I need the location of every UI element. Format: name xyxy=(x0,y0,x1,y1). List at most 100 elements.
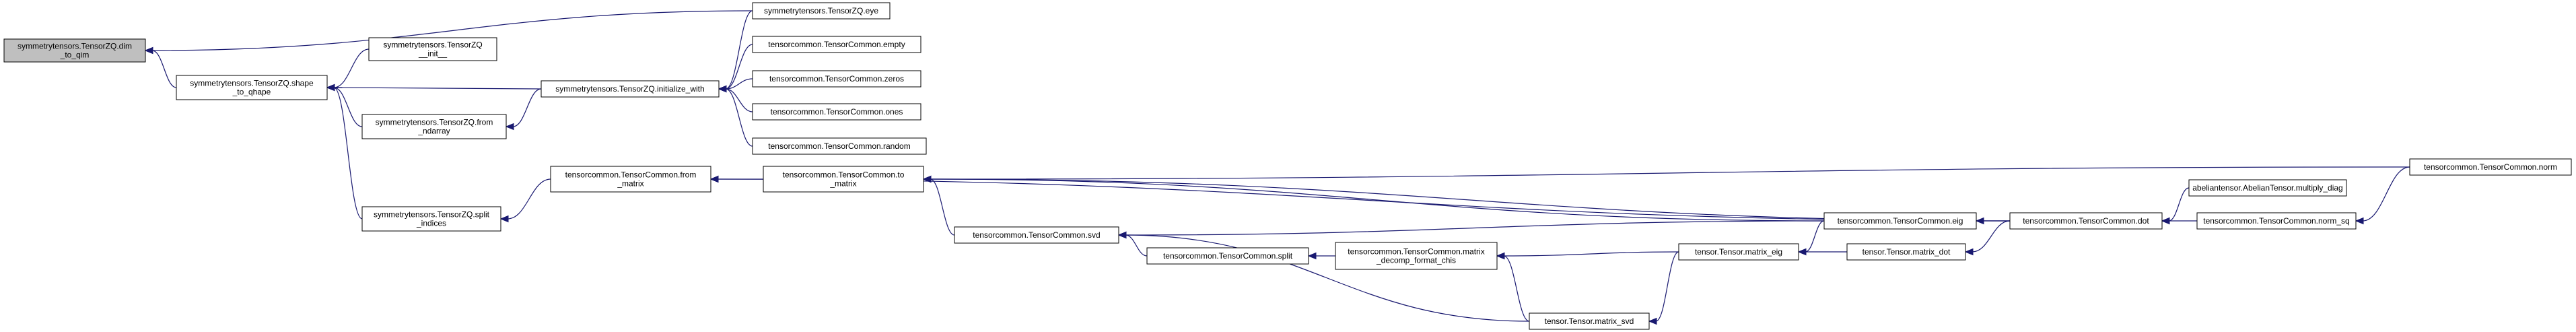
call-edge-dim_to_qim-eye xyxy=(144,10,753,55)
node-box xyxy=(763,166,924,193)
arrowhead-icon xyxy=(718,85,727,93)
graph-node-multiply-diag[interactable]: abeliantensor.AbelianTensor.multiply_dia… xyxy=(2188,179,2347,197)
node-box xyxy=(1846,243,1966,261)
node-label: tensorcommon.TensorCommon.norm xyxy=(2424,162,2557,172)
graph-node-split-indices[interactable]: symmetrytensors.TensorZQ.split_indices xyxy=(361,206,501,232)
node-box xyxy=(752,137,927,155)
call-edge-to_matrix-norm xyxy=(922,166,2410,183)
node-box xyxy=(1529,312,1650,330)
call-edge-dot-norm_sq xyxy=(2161,217,2197,225)
graph-node-eig[interactable]: tensorcommon.TensorCommon.eig xyxy=(1823,212,1977,230)
node-box xyxy=(176,75,328,100)
arrowhead-icon xyxy=(1648,317,1657,325)
node-label: tensor.Tensor.matrix_svd xyxy=(1545,317,1634,326)
node-label: symmetrytensors.TensorZQ.initialize_with xyxy=(555,84,704,94)
edge-line xyxy=(1655,251,1679,322)
node-label: tensorcommon.TensorCommon.matrix xyxy=(1348,247,1484,257)
edge-line xyxy=(333,87,363,127)
edge-line xyxy=(1125,234,1530,322)
edge-line xyxy=(717,178,2011,222)
call-edge-shape_to_qhape-initialize_with xyxy=(326,84,542,92)
graph-node-init[interactable]: symmetrytensors.TensorZQ__init__ xyxy=(368,37,497,61)
node-box xyxy=(2009,212,2163,230)
graph-node-zeros[interactable]: tensorcommon.TensorCommon.zeros xyxy=(752,70,921,88)
edge-line xyxy=(2362,166,2410,222)
graph-node-tensor-matrix-svd[interactable]: tensor.Tensor.matrix_svd xyxy=(1529,312,1650,330)
graph-node-tensor-matrix-dot[interactable]: tensor.Tensor.matrix_dot xyxy=(1846,243,1966,261)
arrowhead-icon xyxy=(2161,217,2170,225)
edge-line xyxy=(725,88,753,112)
graph-node-initialize-with[interactable]: symmetrytensors.TensorZQ.initialize_with xyxy=(541,80,720,98)
node-label: _indices xyxy=(416,219,446,228)
graph-node-norm-sq[interactable]: tensorcommon.TensorCommon.norm_sq xyxy=(2196,212,2357,230)
node-label: _matrix xyxy=(829,179,856,189)
call-edge-tensor_matrix_eig-tensor_matrix_dot xyxy=(1797,248,1848,256)
graph-node-from-matrix[interactable]: tensorcommon.TensorCommon.from_matrix xyxy=(550,166,711,193)
graph-node-eye[interactable]: symmetrytensors.TensorZQ.eye xyxy=(752,2,891,20)
call-edge-shape_to_qhape-from_ndarray xyxy=(326,84,363,127)
node-label: abeliantensor.AbelianTensor.multiply_dia… xyxy=(2192,183,2342,193)
edge-line xyxy=(725,10,753,90)
graph-node-tensor-matrix-eig[interactable]: tensor.Tensor.matrix_eig xyxy=(1678,243,1799,261)
edge-line xyxy=(1503,251,1679,257)
node-label: _matrix xyxy=(617,179,643,189)
node-box xyxy=(2188,179,2347,197)
graph-node-split[interactable]: tensorcommon.TensorCommon.split xyxy=(1146,247,1309,265)
graph-node-empty[interactable]: tensorcommon.TensorCommon.empty xyxy=(752,36,921,53)
call-edge-initialize_with-random xyxy=(718,85,753,147)
arrowhead-icon xyxy=(499,215,509,223)
node-box xyxy=(368,37,497,61)
call-edge-tensor_matrix_dot-dot xyxy=(1964,220,2011,256)
edge-line xyxy=(512,88,542,127)
node-label: tensorcommon.TensorCommon.norm_sq xyxy=(2203,216,2349,226)
edge-line xyxy=(930,166,2410,180)
call-edge-matrix_decomp-tensor_matrix_svd xyxy=(1496,252,1530,322)
graph-node-dot[interactable]: tensorcommon.TensorCommon.dot xyxy=(2009,212,2163,230)
node-label: _ndarray xyxy=(417,127,450,136)
graph-node-svd[interactable]: tensorcommon.TensorCommon.svd xyxy=(954,226,1119,244)
arrowhead-icon xyxy=(1975,217,1984,225)
node-label: tensorcommon.TensorCommon.eig xyxy=(1838,216,1963,226)
graph-node-random[interactable]: tensorcommon.TensorCommon.random xyxy=(752,137,927,155)
node-label: tensorcommon.TensorCommon.ones xyxy=(771,107,903,117)
node-box xyxy=(954,226,1119,244)
arrowhead-icon xyxy=(1496,252,1505,260)
graph-node-matrix-decomp[interactable]: tensorcommon.TensorCommon.matrix_decomp_… xyxy=(1335,242,1498,270)
node-label: tensorcommon.TensorCommon.zeros xyxy=(769,74,904,84)
node-label: tensorcommon.TensorCommon.svd xyxy=(973,230,1100,240)
edge-line xyxy=(151,50,177,88)
graph-node-shape-to-qhape[interactable]: symmetrytensors.TensorZQ.shape_to_qhape xyxy=(176,75,328,100)
node-box xyxy=(2409,158,2572,176)
graph-node-to-matrix[interactable]: tensorcommon.TensorCommon.to_matrix xyxy=(763,166,924,193)
edge-line xyxy=(1125,234,1148,257)
edge-line xyxy=(725,78,753,90)
node-box xyxy=(550,166,711,193)
node-label: symmetrytensors.TensorZQ xyxy=(383,40,482,50)
graph-node-from-ndarray[interactable]: symmetrytensors.TensorZQ.from_ndarray xyxy=(361,114,507,139)
node-label: tensorcommon.TensorCommon.empty xyxy=(768,40,905,49)
arrowhead-icon xyxy=(1307,252,1317,260)
call-edge-norm_sq-norm xyxy=(2355,166,2410,225)
graph-node-dim-to-qim[interactable]: symmetrytensors.TensorZQ.dim_to_qim xyxy=(3,38,146,63)
edge-line xyxy=(725,44,753,90)
node-label: symmetrytensors.TensorZQ.split xyxy=(374,210,490,220)
edge-line xyxy=(930,178,1825,222)
node-label: tensorcommon.TensorCommon.dot xyxy=(2023,216,2149,226)
call-edge-eig-dot xyxy=(1975,217,2010,225)
node-box xyxy=(752,2,891,20)
graph-node-ones[interactable]: tensorcommon.TensorCommon.ones xyxy=(752,103,921,121)
call-edge-from_ndarray-initialize_with xyxy=(505,88,542,131)
edge-line xyxy=(930,178,955,236)
arrowhead-icon xyxy=(505,123,514,131)
graph-node-norm[interactable]: tensorcommon.TensorCommon.norm xyxy=(2409,158,2572,176)
call-edge-shape_to_qhape-split_indices xyxy=(326,84,363,220)
arrowhead-icon xyxy=(922,175,932,183)
node-box xyxy=(1823,212,1977,230)
arrowhead-icon xyxy=(1964,248,1974,256)
arrowhead-icon xyxy=(326,84,335,92)
call-edge-matrix_decomp-tensor_matrix_eig xyxy=(1496,251,1679,260)
call-edge-svd-eig xyxy=(1117,220,1825,239)
call-edge-dot-multiply_diag xyxy=(2161,187,2190,225)
